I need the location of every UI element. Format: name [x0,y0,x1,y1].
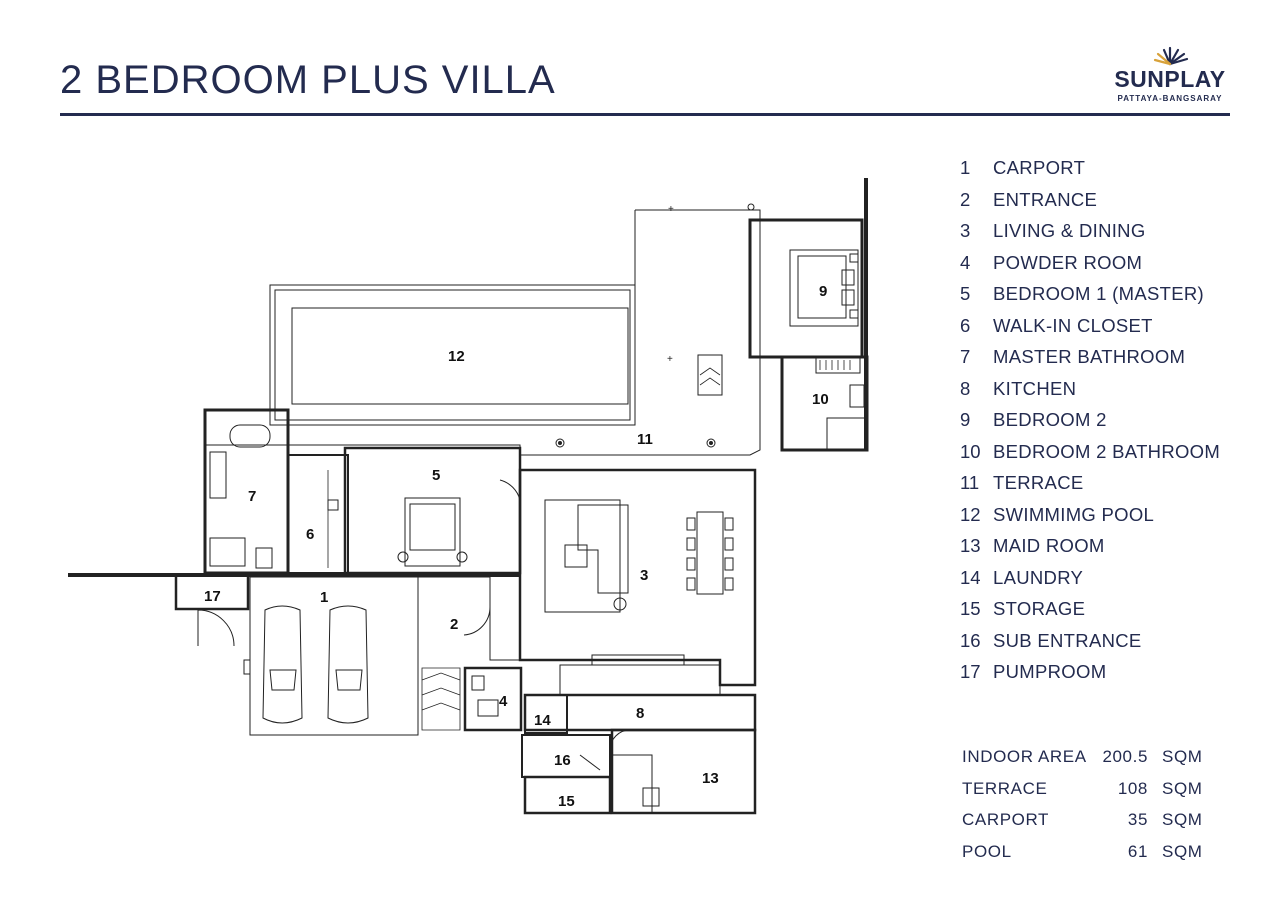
plan-label-8: 8 [636,705,644,722]
plan-label-16: 16 [554,752,571,769]
logo-subtitle: PATTAYA-BANGSARAY [1117,94,1223,103]
swimming-pool [291,307,629,405]
plan-label-5: 5 [432,467,440,484]
plan-label-11: 11 [637,431,653,448]
page-title: 2 BEDROOM PLUS VILLA [60,58,556,102]
plan-label-4: 4 [499,693,508,710]
plan-label-10: 10 [812,391,829,408]
plan-label-2: 2 [450,616,458,633]
bedroom-2-walls [748,218,864,359]
living-dining-walls [518,468,757,687]
logo-brand-text: SUNPLAY [1114,66,1226,92]
plan-label-7: 7 [248,488,256,505]
title-divider [60,113,1230,116]
svg-text:+: + [668,204,674,215]
plan-label-15: 15 [558,793,575,810]
master-bathroom-walls [203,408,290,575]
car-1 [262,605,303,724]
plan-label-9: 9 [819,283,827,300]
svg-text:+: + [667,354,673,365]
plan-label-17: 17 [204,588,221,605]
brand-logo: SUNPLAY PATTAYA-BANGSARAY [1108,46,1232,106]
plan-label-6: 6 [306,526,314,543]
plan-label-1: 1 [320,589,328,606]
plan-label-14: 14 [534,712,551,729]
car-2 [327,605,369,724]
sun-rays-icon [1153,46,1189,66]
floor-plan: + + 1 2 3 4 5 6 7 8 9 10 11 12 13 14 15 … [68,178,869,815]
plan-label-13: 13 [702,770,719,787]
plan-label-12: 12 [448,348,465,365]
plan-label-3: 3 [640,567,648,584]
